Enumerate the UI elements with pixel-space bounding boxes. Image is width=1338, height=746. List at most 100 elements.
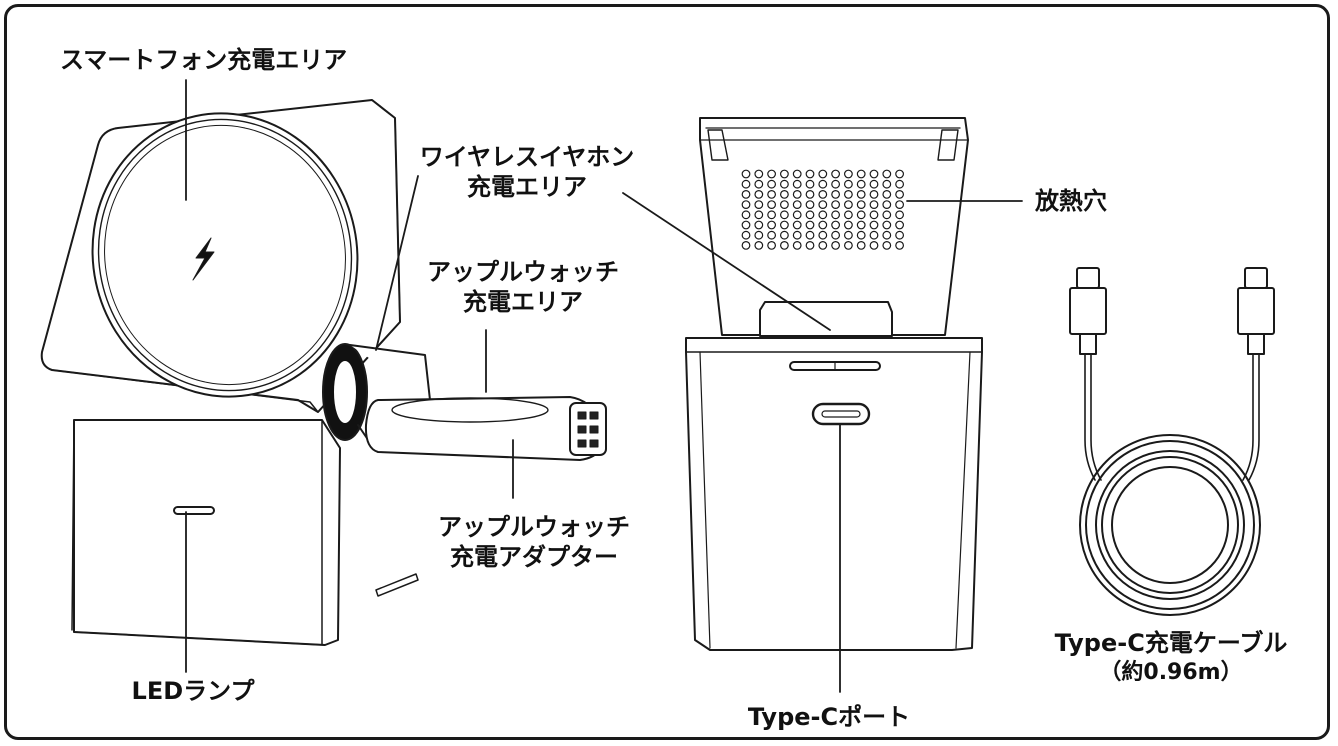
vent-hole [831, 240, 840, 250]
vent-hole [754, 189, 764, 199]
vent-hole [780, 200, 789, 210]
vent-hole [805, 189, 815, 199]
vent-hole [767, 230, 776, 240]
vent-hole [895, 189, 904, 199]
vent-hole [792, 240, 802, 250]
lightning-icon [192, 237, 215, 281]
vent-hole [780, 189, 789, 199]
vent-hole [882, 220, 892, 230]
label-vent-holes: 放熱穴 [1035, 187, 1107, 215]
vent-hole [767, 210, 776, 220]
vent-hole [844, 179, 853, 189]
vent-hole [831, 189, 840, 199]
vent-hole [754, 240, 764, 250]
vent-hole [818, 220, 828, 230]
vent-hole [741, 200, 751, 210]
vent-hole [882, 200, 892, 210]
base-block [73, 419, 341, 646]
led-indicator [173, 506, 215, 515]
vent-hole [895, 210, 904, 220]
leader-lines [185, 79, 1023, 693]
vent-hole [767, 169, 776, 179]
vent-hole [895, 179, 904, 189]
vent-hole [741, 240, 751, 250]
vent-hole [844, 210, 853, 220]
vent-hole [869, 220, 879, 230]
vent-hole [869, 200, 879, 210]
vent-hole [882, 230, 892, 240]
vent-hole [844, 189, 853, 199]
vent-hole [844, 230, 853, 240]
vent-hole [831, 200, 840, 210]
vent-hole [856, 210, 866, 220]
charger-left-unit [40, 99, 607, 646]
outer-frame [4, 4, 1330, 740]
vent-hole [895, 240, 904, 250]
vent-hole [792, 200, 802, 210]
vent-hole [882, 240, 892, 250]
vent-hole [818, 240, 828, 250]
vent-hole [780, 220, 789, 230]
vent-hole [856, 220, 866, 230]
vent-hole [869, 169, 879, 179]
vent-hole [767, 240, 776, 250]
label-line: （約0.96m） [1099, 660, 1243, 685]
vent-hole [805, 220, 815, 230]
vent-hole [780, 230, 789, 240]
label-line: Type-C充電ケーブル [1054, 629, 1288, 657]
vent-hole [805, 200, 815, 210]
vent-hole [741, 230, 751, 240]
vent-hole [818, 230, 828, 240]
vent-hole-grid [741, 169, 904, 250]
vent-hole [767, 179, 776, 189]
vent-hole [767, 220, 776, 230]
vent-hole [754, 179, 764, 189]
vent-hole [805, 169, 815, 179]
vent-hole [792, 230, 802, 240]
vent-hole [818, 169, 828, 179]
vent-hole [831, 169, 840, 179]
vent-hole [754, 220, 764, 230]
vent-hole [741, 220, 751, 230]
vent-hole [869, 230, 879, 240]
label-line: ワイヤレスイヤホン [419, 143, 635, 171]
vent-hole [844, 200, 853, 210]
vent-hole [741, 179, 751, 189]
vent-hole [882, 189, 892, 199]
vent-hole [780, 210, 789, 220]
vent-hole [869, 210, 879, 220]
label-line: 充電エリア [467, 173, 587, 201]
body-block [685, 337, 983, 651]
vent-hole [856, 179, 866, 189]
vent-hole [818, 200, 828, 210]
vent-hole [869, 240, 879, 250]
watch-puck [364, 396, 603, 461]
label-cable: Type-C充電ケーブル （約0.96m） [1055, 628, 1288, 688]
vent-hole [741, 169, 751, 179]
vent-hole [882, 169, 892, 179]
label-watch-area: アップルウォッチ 充電エリア [427, 257, 619, 317]
typec-port [811, 402, 871, 426]
typec-cable [1069, 267, 1275, 616]
vent-hole [741, 189, 751, 199]
vent-hole [882, 210, 892, 220]
vent-hole [844, 169, 853, 179]
vent-hole [831, 210, 840, 220]
vent-hole [818, 179, 828, 189]
vent-hole [754, 169, 764, 179]
vent-hole [805, 210, 815, 220]
vent-hole [831, 230, 840, 240]
label-earphone-area: ワイヤレスイヤホン 充電エリア [420, 142, 635, 202]
vent-hole [818, 210, 828, 220]
vent-hole [767, 189, 776, 199]
label-led-lamp: LEDランプ [131, 677, 255, 705]
vent-hole [895, 220, 904, 230]
vent-hole [856, 200, 866, 210]
vent-hole [895, 200, 904, 210]
vent-hole [818, 189, 828, 199]
phone-charging-disc [91, 112, 359, 398]
label-line: アップルウォッチ [427, 258, 619, 286]
vent-hole [754, 210, 764, 220]
vent-hole [792, 179, 802, 189]
